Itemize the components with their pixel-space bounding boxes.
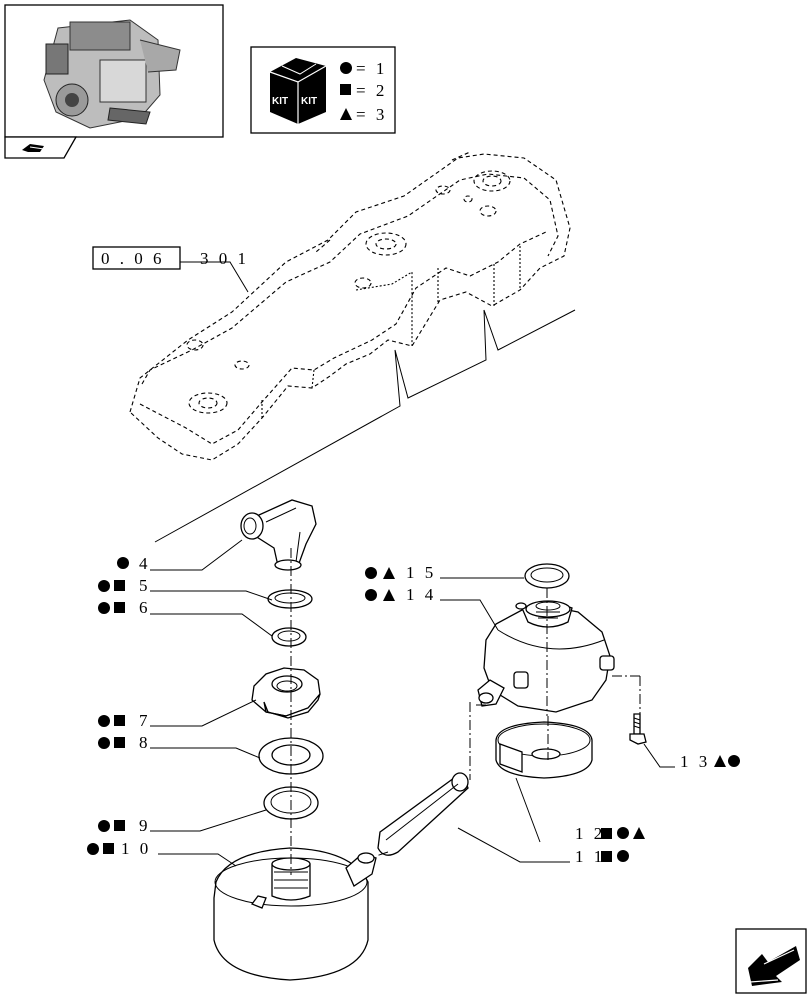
square-icon <box>601 828 612 839</box>
callout-12[interactable]: 1 2 <box>575 824 645 843</box>
separator-bowl[interactable] <box>213 847 377 981</box>
circle-icon <box>98 715 110 727</box>
kit-word-left: KIT <box>272 96 288 107</box>
callout-7[interactable]: 7 <box>98 711 151 730</box>
triangle-icon <box>633 827 645 839</box>
square-icon <box>114 820 125 831</box>
square-icon <box>340 84 351 95</box>
callout-4[interactable]: 4 <box>117 554 151 573</box>
callout-number: 1 0 <box>121 839 151 858</box>
kit-word-right: KIT <box>301 96 317 107</box>
circle-icon <box>617 827 629 839</box>
circle-icon <box>98 737 110 749</box>
o-ring-15[interactable] <box>524 563 570 589</box>
callout-6[interactable]: 6 <box>98 598 151 617</box>
square-icon <box>114 580 125 591</box>
circle-icon <box>340 62 352 74</box>
circle-icon <box>365 589 377 601</box>
leader-lines <box>150 539 675 867</box>
circle-icon <box>98 820 110 832</box>
kit-legend: KIT KIT = 1 = 2 = 3 <box>250 46 396 134</box>
callout-number: 1 5 <box>406 563 436 582</box>
triangle-icon <box>340 108 352 120</box>
kit-box-icon: KIT KIT <box>269 58 327 124</box>
callout-number: 9 <box>139 816 151 835</box>
legend-triangle-text: = 3 <box>356 105 387 124</box>
o-ring-6[interactable] <box>271 627 307 647</box>
circle-icon <box>365 567 377 579</box>
circle-icon <box>617 850 629 862</box>
callout-number: 5 <box>139 576 151 595</box>
deflector-cup[interactable] <box>495 721 593 779</box>
oil-separator-housing[interactable] <box>477 600 615 713</box>
circle-icon <box>728 755 740 767</box>
callout-number: 7 <box>139 711 151 730</box>
callout-number: 6 <box>139 598 151 617</box>
o-ring-5[interactable] <box>267 589 313 609</box>
circle-icon <box>98 580 110 592</box>
callout-number: 8 <box>139 733 151 752</box>
triangle-icon <box>714 755 726 767</box>
reference-code: 0 . 0 6 <box>101 249 165 268</box>
elbow-tube[interactable] <box>240 499 317 571</box>
callout-15[interactable]: 1 5 <box>365 563 436 582</box>
callout-10[interactable]: 1 0 <box>87 839 151 858</box>
reference-suffix: 3 0 1 <box>200 249 249 268</box>
square-icon <box>114 602 125 613</box>
rocker-cover <box>129 151 576 543</box>
callout-8[interactable]: 8 <box>98 733 151 752</box>
previous-page-button[interactable] <box>735 928 807 994</box>
engine-image <box>43 19 181 129</box>
reference-box[interactable]: 0 . 0 6 3 0 1 <box>92 246 249 293</box>
triangle-icon <box>383 589 395 601</box>
circle-icon <box>98 602 110 614</box>
callout-number: 1 3 <box>680 752 710 771</box>
legend-square-text: = 2 <box>356 81 387 100</box>
circle-icon <box>87 843 99 855</box>
square-icon <box>103 843 114 854</box>
rubber-hose[interactable] <box>377 772 469 856</box>
callout-9[interactable]: 9 <box>98 816 151 835</box>
engine-thumbnail[interactable] <box>4 4 224 159</box>
circle-icon <box>117 557 129 569</box>
callout-11[interactable]: 1 1 <box>575 847 629 866</box>
callout-number: 1 2 <box>575 824 605 843</box>
square-icon <box>114 715 125 726</box>
callout-number: 1 4 <box>406 585 436 604</box>
knob-nut[interactable] <box>251 667 321 719</box>
callout-number: 1 1 <box>575 847 605 866</box>
callout-14[interactable]: 1 4 <box>365 585 436 604</box>
arrow-back-icon <box>748 946 800 986</box>
callout-number: 4 <box>139 554 151 573</box>
callout-13[interactable]: 1 3 <box>680 752 740 771</box>
square-icon <box>601 851 612 862</box>
callout-5[interactable]: 5 <box>98 576 151 595</box>
book-icon <box>22 144 45 152</box>
triangle-icon <box>383 567 395 579</box>
bolt[interactable] <box>629 713 647 745</box>
square-icon <box>114 737 125 748</box>
legend-circle-text: = 1 <box>356 59 387 78</box>
